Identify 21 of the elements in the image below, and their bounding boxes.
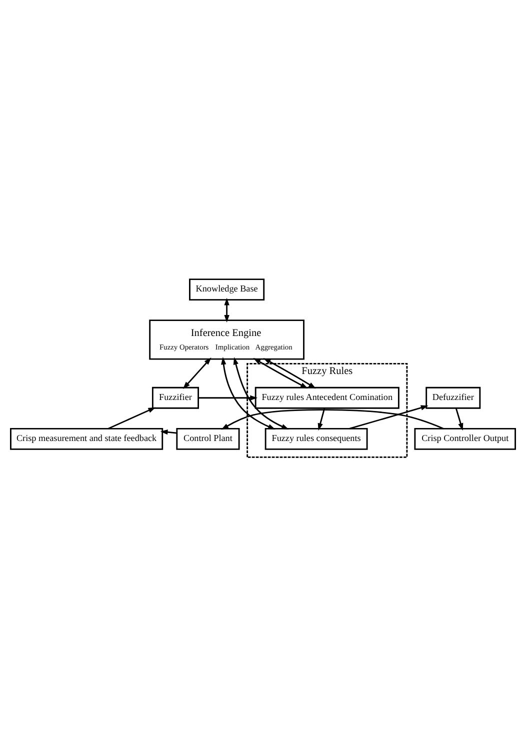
arrow [108,406,156,429]
node-box: Crisp measurement and state feedback [10,427,164,450]
node-box: Control Plant [176,427,240,450]
arrow [455,408,464,430]
node-box: Fuzzy rules Antecedent Comination [254,386,400,408]
arrow [224,297,230,322]
arrow [349,404,428,429]
arrow [198,394,258,400]
arrow [182,357,212,389]
arrow [263,358,316,388]
arrow [221,356,276,429]
arrow [253,358,308,388]
node-box: Defuzzifier [426,386,481,408]
arrow [160,429,177,434]
arrow [318,408,326,430]
arrow [233,356,289,429]
arrow [221,408,444,430]
node-box: Fuzzifier [152,386,199,408]
node-box: Knowledge Base [189,278,265,300]
node-box: Fuzzy rules consequents [264,427,368,450]
node-box: Crisp Controller Output [414,427,516,450]
